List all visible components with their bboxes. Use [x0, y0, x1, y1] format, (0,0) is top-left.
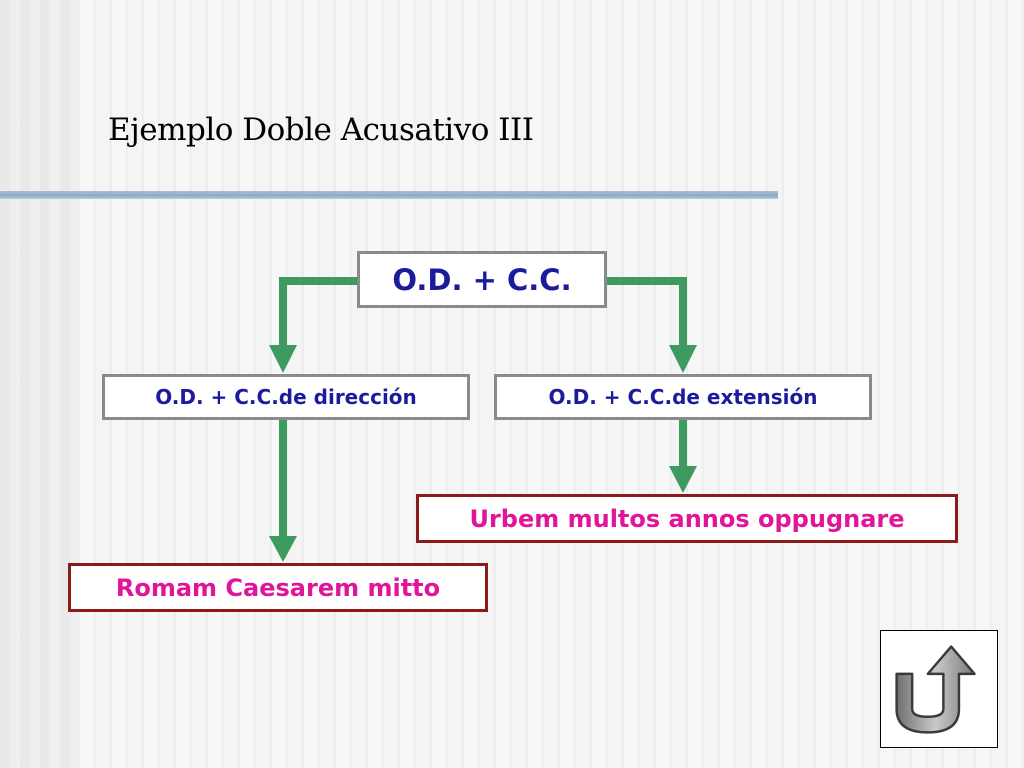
u-turn-return-icon [895, 645, 976, 734]
title-divider [0, 191, 778, 199]
return-button[interactable] [880, 630, 998, 748]
background-stripes [0, 0, 80, 768]
example-node-urbem: Urbem multos annos oppugnare [416, 494, 958, 543]
arrowhead-left [269, 345, 297, 373]
arrow-root-to-right [607, 277, 687, 347]
arrowhead-left-example [269, 536, 297, 562]
slide-title: Ejemplo Doble Acusativo III [108, 112, 534, 148]
root-node: O.D. + C.C. [357, 251, 607, 308]
branch-node-direccion: O.D. + C.C.de dirección [102, 374, 470, 420]
example-node-romam: Romam Caesarem mitto [68, 563, 488, 612]
arrowhead-right-example [669, 466, 697, 493]
arrowhead-right [669, 345, 697, 373]
arrow-root-to-left [279, 277, 357, 347]
branch-node-extension: O.D. + C.C.de extensión [494, 374, 872, 420]
